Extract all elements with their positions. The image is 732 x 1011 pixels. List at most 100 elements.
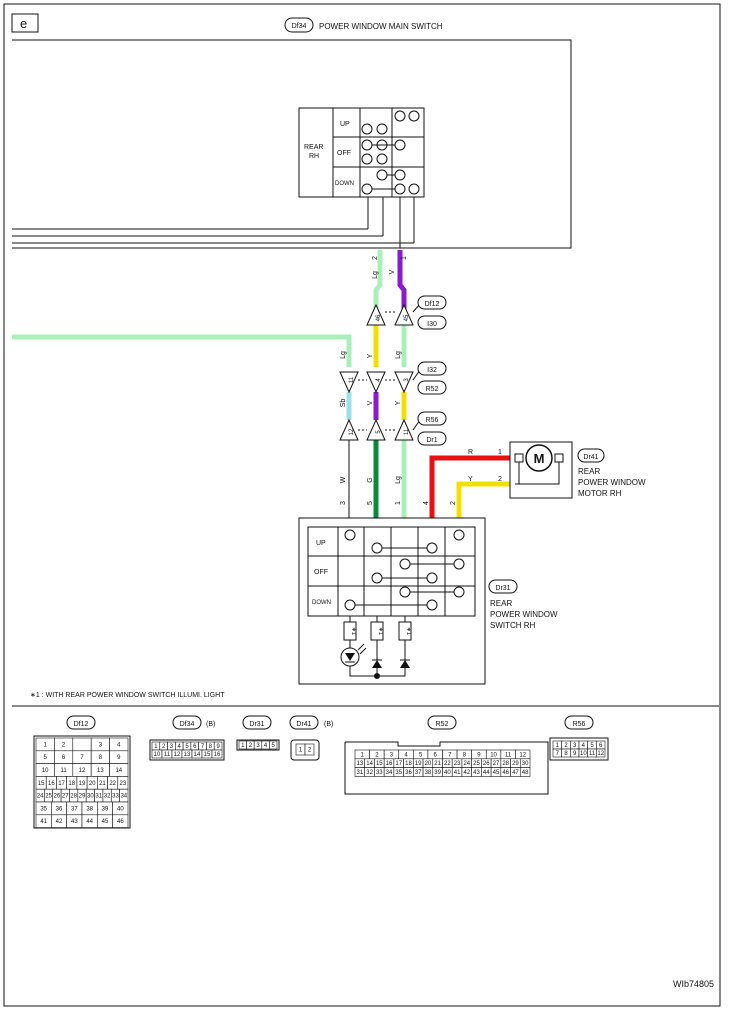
- df12-pin-label: 29: [79, 794, 86, 800]
- r52-pin-label: 44: [483, 770, 490, 776]
- df12-pin-label: 15: [38, 781, 45, 787]
- df12-pin-label: 10: [42, 768, 49, 774]
- wire-label-lg-mid: Lg: [395, 351, 402, 359]
- legend-r52-code: R52: [436, 721, 449, 728]
- r52-pin-label: 12: [519, 752, 526, 758]
- star-2: ∗1: [377, 627, 383, 636]
- r56-pin-label: 4: [582, 743, 586, 749]
- motor-pin-2: 2: [498, 476, 502, 483]
- main-switch-outline: [12, 39, 572, 249]
- df34-pin-label: 9: [216, 744, 220, 750]
- dr31-pin-cell: [269, 740, 278, 750]
- wire-label-y-low: Y: [395, 400, 402, 405]
- df12-pin-label: 13: [97, 768, 104, 774]
- r56-pin-label: 11: [589, 751, 596, 757]
- motor-symbol: [525, 444, 553, 472]
- df12-pin-label: 36: [56, 806, 63, 812]
- r52-pin-label: 24: [463, 761, 470, 767]
- diode-icon-2: [400, 660, 410, 668]
- main-switch-code: Df34: [292, 23, 307, 30]
- r52-pin-cell: [519, 767, 531, 777]
- footnote: ∗1 : WITH REAR POWER WINDOW SWITCH ILLUM…: [30, 692, 225, 699]
- r52-pin-label: 25: [473, 761, 480, 767]
- df12-pin-label: 39: [102, 806, 109, 812]
- dr41-pin-label: 1: [299, 748, 303, 754]
- pin-mid-1: 11: [349, 376, 355, 383]
- wire-label-r: R: [468, 449, 473, 456]
- df12-pin-label: 23: [120, 781, 127, 787]
- df34-pin-label: 2: [162, 744, 166, 750]
- wire-label-v-low: V: [367, 400, 374, 405]
- r52-pin-label: 46: [502, 770, 509, 776]
- r52-pin-label: 48: [522, 770, 529, 776]
- dr31-pin-label: 3: [256, 743, 260, 749]
- r52-pin-label: 3: [390, 752, 394, 758]
- legend-df34-suffix: (B): [206, 721, 215, 728]
- r52-pin-label: 34: [386, 770, 393, 776]
- df12-pin-label: 1: [44, 742, 48, 748]
- motor-line1: REAR: [578, 467, 600, 476]
- wire-label-lg-low: Lg: [395, 476, 402, 484]
- r56-pin-label: 8: [564, 751, 568, 757]
- df12-pin-label: 46: [117, 819, 124, 825]
- pin-top-2: 45: [404, 314, 410, 321]
- r52-pin-label: 10: [490, 752, 497, 758]
- main-pin-1: 1: [401, 256, 408, 260]
- dr31-face: [236, 739, 280, 751]
- r52-face: [344, 741, 549, 795]
- main-side-label-2: RH: [309, 153, 319, 160]
- r52-pin-label: 8: [463, 752, 467, 758]
- r56-pin-label: 10: [580, 751, 587, 757]
- motor-code: Dr41: [583, 454, 598, 461]
- df12-pin-label: 12: [79, 768, 86, 774]
- df12-pin-label: 44: [86, 819, 93, 825]
- df12-pin-label: 2: [62, 742, 66, 748]
- rear-switch-code: Dr31: [495, 585, 510, 592]
- rear-pos-down: DOWN: [312, 600, 331, 606]
- r52-pin-label: 22: [444, 761, 451, 767]
- df34-pin-cell: [211, 749, 223, 759]
- legend-dr41-code: Dr41: [296, 721, 311, 728]
- dr31-pin-label: 2: [249, 743, 253, 749]
- wire-label-v-top: V: [389, 269, 396, 274]
- r52-pin-label: 23: [454, 761, 461, 767]
- r52-pin-label: 40: [444, 770, 451, 776]
- r52-pin-label: 30: [522, 761, 529, 767]
- r52-pin-label: 28: [502, 761, 509, 767]
- main-switch-block: [298, 107, 425, 198]
- star-1: ∗1: [350, 627, 356, 636]
- legend-df12-code: Df12: [74, 721, 89, 728]
- r56-pin-label: 7: [556, 751, 560, 757]
- r52-pin-label: 5: [419, 752, 423, 758]
- df12-pin-label: 17: [58, 781, 65, 787]
- conn-code-i32: I32: [427, 367, 437, 374]
- r52-pin-label: 26: [483, 761, 490, 767]
- section-tag-box: [11, 13, 39, 33]
- wire-label-w: W: [340, 476, 347, 483]
- df12-pin-label: 9: [117, 755, 121, 761]
- df12-pin-label: 20: [89, 781, 96, 787]
- r52-pin-label: 29: [512, 761, 519, 767]
- r52-pin-label: 38: [425, 770, 432, 776]
- legend-df34-code: Df34: [180, 721, 195, 728]
- df12-pin-label: 35: [40, 806, 47, 812]
- df34-pin-label: 3: [170, 744, 174, 750]
- motor-pin-1: 1: [498, 449, 502, 456]
- r52-pin-label: 36: [405, 770, 412, 776]
- df12-pin-label: 31: [95, 794, 102, 800]
- r52-pin-label: 32: [366, 770, 373, 776]
- df12-pin-label: 8: [99, 755, 103, 761]
- legend-dr41-suffix: (B): [324, 721, 333, 728]
- r52-pin-label: 47: [512, 770, 519, 776]
- pin-low-3: 11: [404, 428, 410, 435]
- motor-line2: POWER WINDOW: [578, 478, 646, 487]
- r56-pin-label: 2: [564, 743, 568, 749]
- diode-icon-1: [372, 660, 382, 668]
- r56-pin-cell: [596, 748, 606, 758]
- df12-pin-label: 7: [80, 755, 84, 761]
- main-switch-code-badge: [284, 17, 314, 33]
- df12-pin-label: 40: [117, 806, 124, 812]
- df34-pin-label: 8: [209, 744, 213, 750]
- df12-pin-label: 38: [86, 806, 93, 812]
